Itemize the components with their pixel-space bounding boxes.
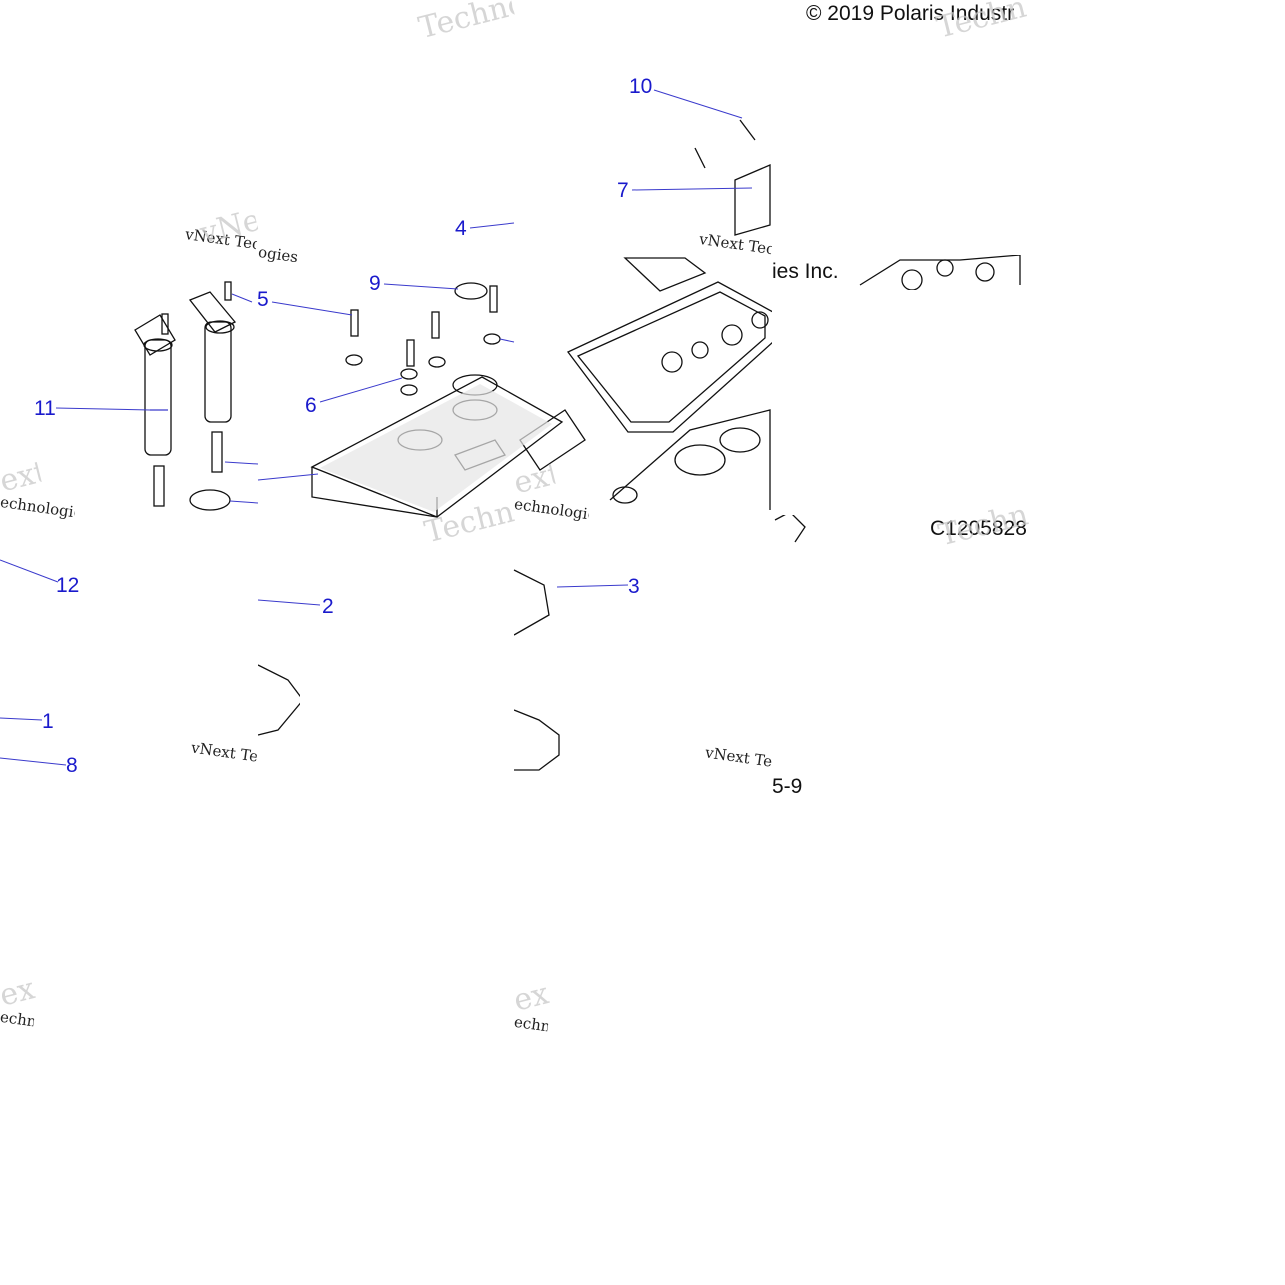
callout-8: 8 [66,754,78,774]
callout-10: 10 [629,75,653,98]
callout-6: 6 [305,394,317,417]
callout-11: 11 [34,397,56,420]
ignition-coil-right [188,281,237,473]
figure-code: C1205828 [930,517,1027,540]
callout-12: 12 [56,574,80,597]
ignition-coil-left [134,313,176,507]
callout-2: 2 [322,595,334,618]
bolt-group [345,282,501,396]
cylinder-head [519,409,771,510]
callout-4: 4 [455,217,467,240]
callout-9: 9 [369,272,381,295]
callout-1: 1 [42,710,54,733]
copyright-fragment: ies Inc. [772,260,839,283]
leader-lines [0,89,753,766]
copyright-notice: © 2019 Polaris Industr [806,2,1015,25]
page-number-fragment: 5-9 [772,775,803,798]
callout-3: 3 [628,575,640,598]
callout-7: 7 [617,179,629,202]
valve-cover-gasket [566,281,774,433]
callout-5: 5 [257,288,269,311]
